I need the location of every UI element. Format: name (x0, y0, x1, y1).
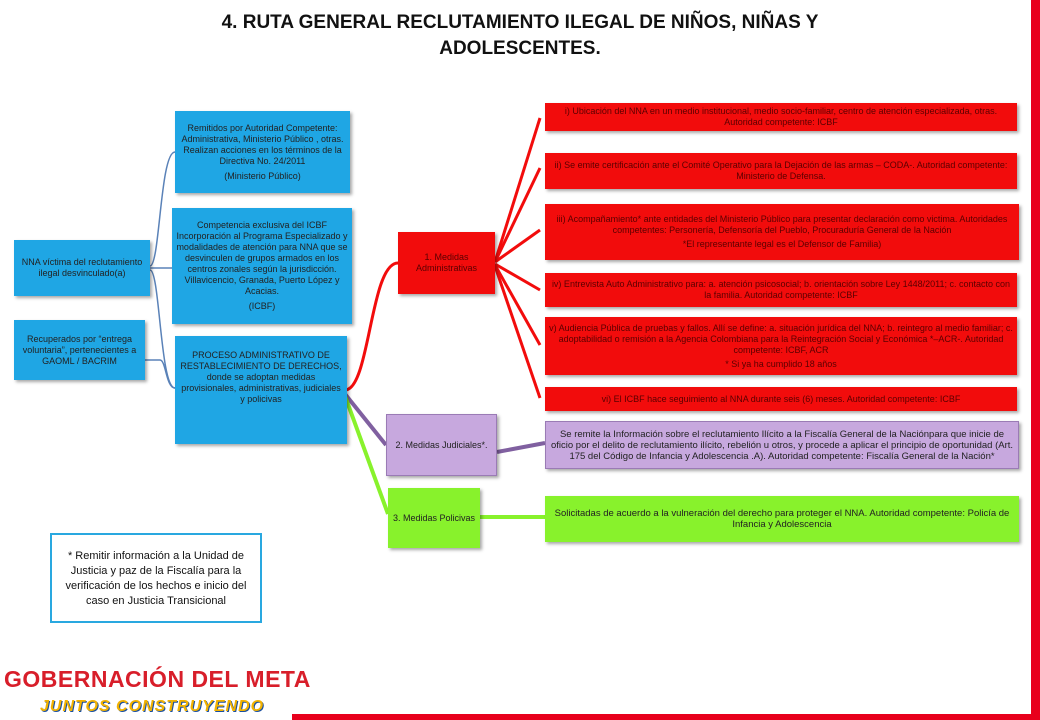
competencia-box: Competencia exclusiva del ICBF Incorpora… (172, 208, 352, 324)
footnote-box: * Remitir información a la Unidad de Jus… (50, 533, 262, 623)
admin-item-1: i) Ubicación del NNA en un medio institu… (545, 103, 1017, 131)
connector-proceso-judicial (343, 392, 388, 447)
footnote-text: * Remitir información a la Unidad de Jus… (65, 550, 247, 607)
admin-item-2: ii) Se emite certificación ante el Comit… (545, 153, 1017, 189)
nna-victim-box: NNA víctima del reclutamiento ilegal des… (14, 240, 150, 296)
remitidos-subtext: (Ministerio Público) (224, 170, 301, 181)
remitidos-text: Remitidos por Autoridad Competente: Admi… (181, 122, 344, 166)
medidas-administrativas-label: 1. Medidas Administrativas (415, 252, 478, 273)
competencia-text: Competencia exclusiva del ICBF Incorpora… (176, 220, 348, 296)
frame-right-border (1031, 0, 1040, 720)
judicial-detail-text: Se remite la Información sobre el reclut… (550, 428, 1014, 462)
admin-item-4-text: iv) Entrevista Auto Administrativo para:… (551, 279, 1011, 300)
proceso-box: PROCESO ADMINISTRATIVO DE RESTABLECIMIEN… (175, 336, 347, 444)
policiva-detail-text: Solicitadas de acuerdo a la vulneración … (554, 508, 1010, 530)
gobernacion-logo: GOBERNACIÓN DEL META JUNTOS CONSTRUYENDO (0, 662, 310, 720)
admin-item-2-text: ii) Se emite certificación ante el Comit… (554, 160, 1008, 181)
admin-item-4: iv) Entrevista Auto Administrativo para:… (545, 273, 1017, 307)
medidas-policivas-label: 3. Medidas Policivas (392, 512, 476, 523)
recuperados-box: Recuperados por “entrega voluntaria”, pe… (14, 320, 145, 380)
competencia-subtext: (ICBF) (248, 301, 276, 311)
admin-item-1-text: i) Ubicación del NNA en un medio institu… (564, 106, 998, 127)
frame-bottom-border (292, 714, 1040, 720)
remitidos-box: Remitidos por Autoridad Competente: Admi… (175, 111, 350, 193)
connector-proceso-admin (344, 261, 399, 392)
nna-victim-text: NNA víctima del reclutamiento ilegal des… (21, 257, 143, 278)
connector-recup-proceso (145, 359, 176, 389)
admin-item-6: vi) El ICBF hace seguimiento al NNA dura… (545, 387, 1017, 411)
medidas-policivas-box: 3. Medidas Policivas (388, 488, 480, 548)
connector-nna-proceso (149, 269, 176, 389)
medidas-judiciales-box: 2. Medidas Judiciales*. (386, 414, 497, 476)
admin-item-3: iii) Acompañamiento* ante entidades del … (545, 204, 1019, 260)
medidas-administrativas-box: 1. Medidas Administrativas (398, 232, 495, 294)
admin-item-5: v) Audiencia Pública de pruebas y fallos… (545, 317, 1017, 375)
admin-item-6-text: vi) El ICBF hace seguimiento al NNA dura… (601, 393, 961, 404)
policiva-detail-box: Solicitadas de acuerdo a la vulneración … (545, 496, 1019, 542)
admin-item-5-text: v) Audiencia Pública de pruebas y fallos… (549, 322, 1013, 355)
judicial-detail-box: Se remite la Información sobre el reclut… (545, 421, 1019, 469)
admin-item-5-subtext: * Si ya ha cumplido 18 años (725, 358, 837, 369)
page-title: 4. RUTA GENERAL RECLUTAMIENTO ILEGAL DE … (221, 12, 819, 59)
logo-slogan: JUNTOS CONSTRUYENDO (40, 698, 265, 715)
connector-nna (149, 151, 176, 267)
proceso-text: PROCESO ADMINISTRATIVO DE RESTABLECIMIEN… (180, 350, 342, 404)
logo-title: GOBERNACIÓN DEL META (4, 666, 311, 692)
recuperados-text: Recuperados por “entrega voluntaria”, pe… (22, 333, 137, 366)
medidas-judiciales-label: 2. Medidas Judiciales*. (395, 439, 488, 450)
admin-item-3-subtext: *El representante legal es el Defensor d… (682, 239, 882, 249)
connector-proceso-policiva (343, 395, 390, 515)
admin-item-3-text: iii) Acompañamiento* ante entidades del … (556, 214, 1008, 235)
